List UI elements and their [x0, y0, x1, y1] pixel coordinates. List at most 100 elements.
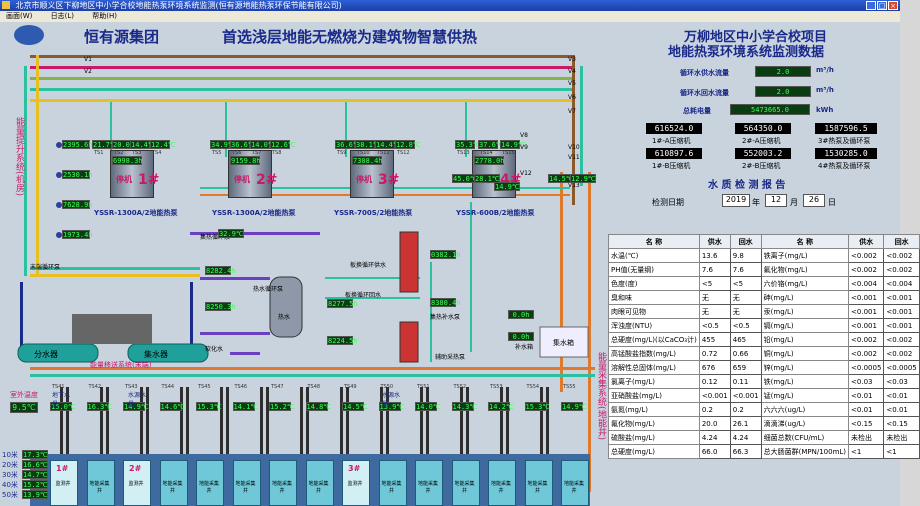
menu-item-screen[interactable]: 画面(W)	[6, 12, 33, 20]
param-name: 总大肠菌群(MPN/100mL)	[760, 444, 850, 459]
pump-icon[interactable]	[56, 202, 62, 208]
energy-well[interactable]	[561, 460, 589, 506]
pump-temp-readout: 12.4℃	[150, 140, 176, 149]
supply-value: <0.03	[848, 374, 885, 389]
param-name: 溶解性总固体(mg/L)	[608, 360, 700, 375]
meter-4-label: 4#热泵及循环泵	[818, 162, 871, 170]
param-name: 六价铬(mg/L)	[760, 276, 850, 291]
energy-well[interactable]	[415, 460, 443, 506]
pump-temp-tag: TS3	[132, 150, 142, 156]
supply-flow-unit: m³/h	[816, 66, 834, 74]
well-name: 地能采集井	[454, 481, 475, 494]
valve-label: V13	[568, 182, 580, 189]
pump-icon[interactable]	[56, 142, 62, 148]
supply-value: <0.002	[848, 262, 885, 277]
aux-readout: 32.9℃	[218, 229, 244, 238]
well-tag: TS52	[453, 384, 467, 390]
aux-readout: 8277.5h	[327, 299, 358, 308]
menu-item-log[interactable]: 日志(L)	[50, 12, 74, 20]
valve-label: V9	[520, 144, 528, 151]
valve-label: V2	[84, 68, 92, 75]
well-head-label: 地下水量	[52, 392, 71, 408]
supply-value: <0.0005	[848, 360, 885, 375]
pump-temp-tag: TS6	[232, 150, 242, 156]
pump-temp-readout: 14.4℃	[375, 140, 401, 149]
maximize-button[interactable]: □	[877, 1, 887, 10]
power-label: 总耗电量	[683, 107, 711, 115]
energy-well[interactable]	[488, 460, 516, 506]
energy-well[interactable]	[232, 460, 261, 506]
supply-value: <0.004	[848, 276, 885, 291]
heat-pump-status: 停机	[356, 175, 372, 184]
aux-readout: 12.9℃	[570, 174, 596, 183]
well-name: 地能采集井	[563, 481, 584, 494]
well-tag: TS55	[563, 384, 576, 390]
lift-pump-hours: 1973.4h	[62, 230, 93, 239]
param-name: 六六六(ug/L)	[760, 402, 850, 417]
param-name: 砷(mg/L)	[760, 290, 850, 305]
well-tag: TS51	[417, 384, 430, 390]
return-value: 0.66	[729, 346, 762, 361]
distributor-label: 分水器	[34, 350, 58, 359]
pump-temp-tag: TS10	[357, 150, 370, 156]
aux-readout: 14.9℃	[494, 182, 520, 191]
pump-icon[interactable]	[56, 232, 62, 238]
valve-label: V11	[568, 154, 580, 161]
heat-pump-tag: 1#	[138, 172, 160, 188]
energy-well[interactable]	[451, 460, 480, 506]
project-line-1: 万柳地区中小学合校项目	[684, 30, 828, 45]
pump-temp-readout: 14.9℃	[500, 140, 526, 149]
well-name: 地能采集井	[235, 481, 256, 494]
monitor-well[interactable]	[342, 460, 370, 506]
pump-temp-tag: TS15	[502, 150, 515, 156]
supply-value: 0.72	[698, 346, 731, 361]
depth-temp: 15.2℃	[22, 480, 48, 489]
energy-well[interactable]	[159, 460, 188, 506]
pump-temp-tag: TS8	[272, 150, 282, 156]
param-name: 滴滴涕(ug/L)	[760, 416, 850, 431]
collector-label: 集水器	[144, 350, 168, 359]
well-number: 3#	[348, 464, 361, 473]
pump-temp-readout: 34.9℃	[210, 140, 236, 149]
depth-label: 10米	[2, 451, 18, 459]
well-temp: 13.9℃	[378, 402, 405, 411]
end-loop-label: 末端循环泵	[30, 264, 61, 271]
project-line-2: 地能热泵环境系统监测数据	[668, 45, 825, 60]
return-value: <0.004	[883, 276, 920, 291]
pump-temp-readout: 36.6℃	[230, 140, 256, 149]
well-head-label: 水源水量	[382, 392, 401, 408]
aux-readout: 0.0h	[508, 332, 534, 341]
energy-well[interactable]	[524, 460, 553, 506]
supply-value: <0.01	[848, 388, 885, 403]
energy-well[interactable]	[305, 460, 334, 506]
outdoor-temp-value: 9.5℃	[10, 402, 38, 413]
energy-well[interactable]	[86, 460, 115, 506]
return-value: <0.5	[729, 318, 762, 333]
well-name: 地能采集井	[490, 481, 511, 494]
heat-pump-tag: 2#	[256, 172, 278, 188]
pump-temp-readout: 37.6℃	[478, 140, 504, 149]
col-name-a: 名 称	[608, 234, 700, 249]
pump-temp-tag: TS9	[337, 150, 347, 156]
energy-well[interactable]	[269, 460, 297, 506]
minimize-button[interactable]: _	[866, 1, 876, 10]
pump-icon[interactable]	[56, 172, 62, 178]
floor-hot-label: 板换循环供水	[350, 262, 387, 269]
monitor-well[interactable]	[50, 460, 78, 506]
menu-item-help[interactable]: 帮助(H)	[92, 12, 117, 20]
pump-temp-tag: TS14	[480, 150, 493, 156]
valve-label: V6	[568, 94, 576, 101]
meter-2a-label: 2#-A压缩机	[742, 137, 781, 145]
close-button[interactable]: ×	[888, 1, 898, 10]
meter-2b-label: 2#-B压缩机	[742, 162, 781, 170]
aux-readout: 0382.1h	[430, 250, 461, 259]
heat-pump-model: YSSR-700S/2地能热泵	[334, 209, 413, 217]
well-temp: 14.3℃	[451, 402, 478, 411]
param-name: 氟化物(mg/L)	[760, 262, 850, 277]
